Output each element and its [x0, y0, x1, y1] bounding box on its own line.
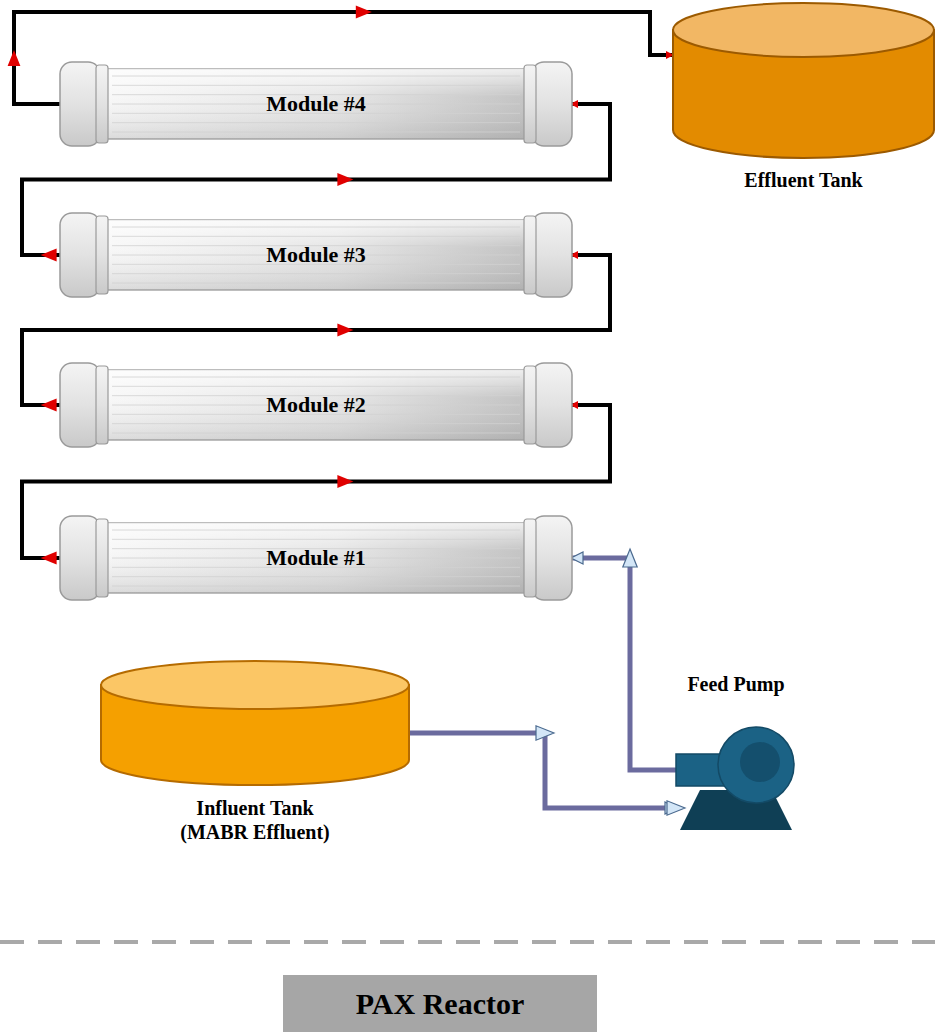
end-cap: [60, 363, 100, 447]
module-body: [104, 220, 528, 290]
node-label: Influent Tank (MABR Effluent): [166, 796, 344, 844]
module-shine: [104, 523, 528, 593]
node-label: Effluent Tank: [672, 168, 935, 192]
cap-collar: [524, 519, 536, 597]
fiber-line: [112, 227, 520, 228]
membrane-module: Module #3: [60, 213, 572, 297]
fiber-line: [112, 433, 520, 434]
fiber-line: [112, 283, 520, 284]
tank-top: [101, 661, 409, 709]
module-body: [104, 523, 528, 593]
cap-collar: [96, 519, 108, 597]
end-cap: [60, 213, 100, 297]
dashed-divider: [0, 940, 935, 944]
fiber-line: [112, 423, 520, 424]
flow-arrow: [337, 173, 353, 186]
module-shine: [104, 370, 528, 440]
node-outline: [676, 672, 796, 832]
fiber-line: [112, 85, 520, 86]
end-cap: [532, 62, 572, 146]
label-band: [283, 975, 597, 1032]
feed-pipe: [572, 558, 676, 770]
reactor-label-box: PAX Reactor: [283, 975, 597, 1032]
membrane-module: Module #1: [60, 516, 572, 600]
pump-hub: [740, 742, 780, 782]
fiber-line: [112, 122, 520, 123]
fiber-line: [112, 132, 520, 133]
flow-arrow: [667, 801, 685, 815]
node-label: Module #3: [60, 213, 572, 297]
cap-collar: [96, 216, 108, 294]
fiber-line: [112, 236, 520, 237]
fiber-line: [112, 530, 520, 531]
membrane-module: Module #4: [60, 62, 572, 146]
end-cap: [532, 213, 572, 297]
membrane-module: Module #2: [60, 363, 572, 447]
flow-arrow: [337, 475, 353, 488]
end-cap: [60, 62, 100, 146]
flow-arrow: [623, 549, 637, 567]
flow-arrow: [41, 249, 57, 262]
fiber-line: [112, 576, 520, 577]
flow-arrow: [41, 552, 57, 565]
fiber-line: [112, 377, 520, 378]
cap-collar: [96, 366, 108, 444]
node-label: PAX Reactor: [283, 975, 597, 1032]
cap-collar: [524, 366, 536, 444]
node-label: Module #1: [60, 516, 572, 600]
fiber-line: [112, 539, 520, 540]
end-cap: [532, 363, 572, 447]
pump-volute: [718, 727, 794, 803]
fiber-line: [112, 386, 520, 387]
flow-arrow: [337, 324, 353, 337]
cap-collar: [96, 65, 108, 143]
tank-top: [673, 3, 934, 57]
cap-collar: [524, 216, 536, 294]
flow-arrow: [41, 399, 57, 412]
flow-arrow: [8, 50, 21, 66]
storage-tank: Influent Tank (MABR Effluent): [100, 660, 410, 850]
storage-tank: Effluent Tank: [672, 2, 935, 220]
cap-collar: [524, 65, 536, 143]
node-label: Feed Pump: [676, 672, 796, 696]
flow-arrow: [356, 6, 372, 19]
module-body: [104, 370, 528, 440]
flow-arrow: [536, 726, 554, 740]
end-cap: [532, 516, 572, 600]
fiber-line: [112, 273, 520, 274]
fiber-line: [112, 586, 520, 587]
end-cap: [60, 516, 100, 600]
node-label: Module #4: [60, 62, 572, 146]
node-label: Module #2: [60, 363, 572, 447]
module-body: [104, 69, 528, 139]
feed-pump: Feed Pump: [676, 672, 796, 832]
module-shine: [104, 69, 528, 139]
fiber-line: [112, 76, 520, 77]
module-shine: [104, 220, 528, 290]
